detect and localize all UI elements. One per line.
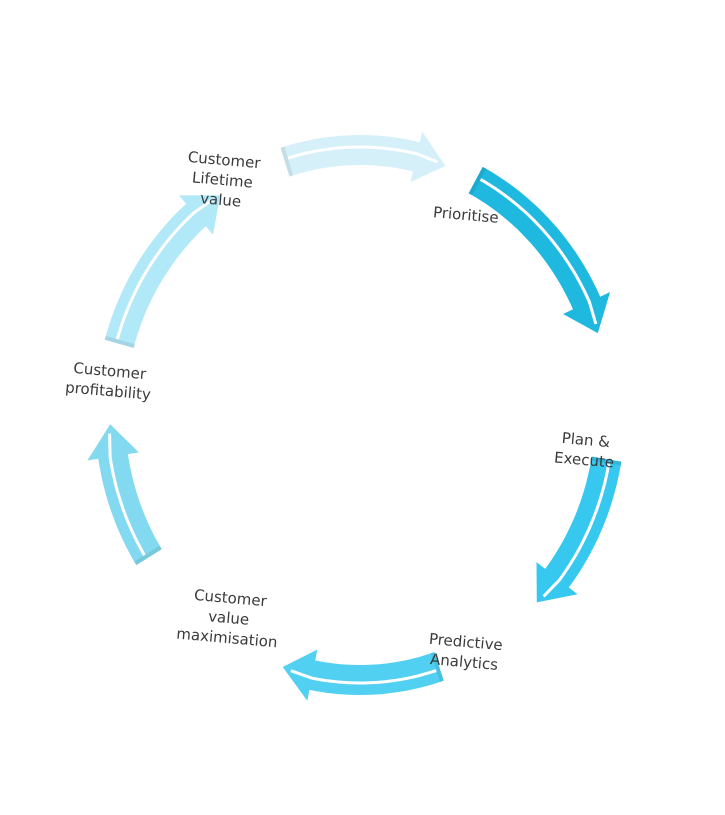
arrow-customer-lifetime-value (280, 131, 446, 183)
arrow-highlight-customer-lifetime-value (285, 145, 439, 164)
arrow-tail-customer-value-maximisation (134, 545, 162, 566)
arrow-plan-execute (536, 456, 622, 603)
arrow-tail-plan-execute (591, 456, 622, 466)
arrow-body-predictive-analytics (282, 649, 442, 701)
arrow-customer-value-maximisation (87, 424, 162, 566)
arrow-body-customer-profitability (105, 195, 221, 347)
label-predictive-analytics: Predictive Analytics (428, 629, 504, 674)
arrow-customer-profitability (104, 195, 221, 349)
arrow-body-customer-value-maximisation (87, 424, 161, 564)
arrow-highlight-customer-profitability (115, 198, 214, 342)
label-customer-lifetime-value: Customer Lifetime value (187, 147, 262, 211)
arrow-prioritise (468, 166, 611, 334)
arrow-body-plan-execute (536, 458, 621, 603)
label-customer-profitability: Customer profitability (64, 358, 152, 404)
label-plan-execute: Plan & Execute (553, 428, 615, 472)
arrow-tail-predictive-analytics (430, 652, 444, 682)
arrow-tail-prioritise (468, 166, 487, 196)
arrow-tail-customer-profitability (104, 335, 135, 349)
arrow-predictive-analytics (282, 649, 444, 701)
arrow-highlight-prioritise (478, 177, 598, 325)
label-customer-value-maximisation: Customer value maximisation (175, 585, 279, 652)
arrow-highlight-plan-execute (542, 461, 611, 598)
arrow-highlight-predictive-analytics (290, 668, 439, 685)
arrow-body-prioritise (470, 167, 611, 334)
arrow-body-customer-lifetime-value (282, 131, 446, 183)
arrow-highlight-customer-value-maximisation (108, 433, 147, 558)
arrow-tail-customer-lifetime-value (280, 146, 294, 177)
